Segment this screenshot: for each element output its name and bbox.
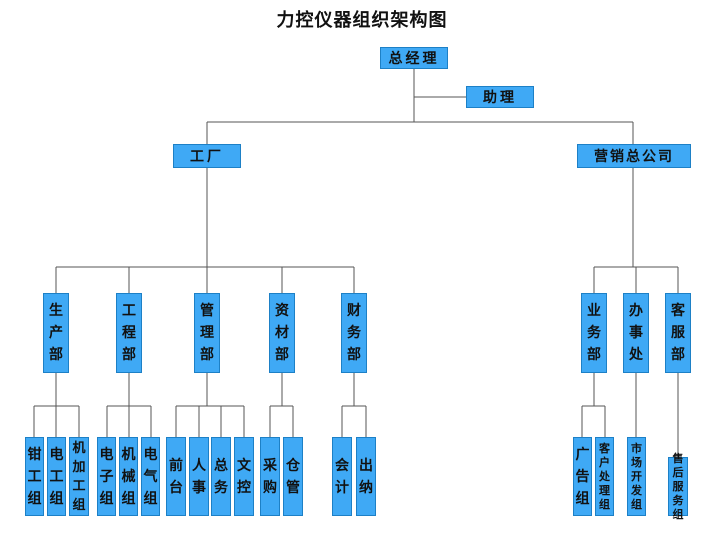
node-electronics: 电 子 组	[97, 437, 116, 516]
node-warehouse: 仓 管	[283, 437, 303, 516]
node-hr: 人 事	[189, 437, 209, 516]
node-mechanical: 机 械 组	[119, 437, 138, 516]
node-production: 生 产 部	[43, 293, 69, 373]
node-after-sales: 售 后 服 务 组	[668, 452, 688, 521]
node-accounting: 会 计	[332, 437, 352, 516]
node-customer-service: 客 服 部	[665, 293, 691, 373]
node-electrical: 电 气 组	[141, 437, 160, 516]
node-fitter: 钳 工 组	[25, 437, 44, 516]
node-business: 业 务 部	[581, 293, 607, 373]
node-cashier: 出 纳	[356, 437, 376, 516]
node-market-development: 市 场 开 发 组	[627, 437, 646, 516]
node-assistant: 助理	[466, 86, 534, 108]
node-finance: 财 务 部	[341, 293, 367, 373]
node-engineering: 工 程 部	[116, 293, 142, 373]
node-general-affairs: 总 务	[211, 437, 231, 516]
node-general-manager: 总经理	[380, 47, 448, 69]
node-document-control: 文 控	[234, 437, 254, 516]
node-sales-company: 营销总公司	[577, 144, 691, 168]
node-customer-handling: 客 户 处 理 组	[595, 437, 614, 516]
node-management: 管 理 部	[194, 293, 220, 373]
node-electrician: 电 工 组	[47, 437, 66, 516]
node-purchasing: 采 购	[260, 437, 280, 516]
node-materials: 资 材 部	[269, 293, 295, 373]
node-office: 办 事 处	[623, 293, 649, 373]
node-factory: 工厂	[173, 144, 241, 168]
chart-title: 力控仪器组织架构图	[276, 10, 448, 31]
node-front-desk: 前 台	[166, 437, 186, 516]
node-advertising: 广 告 组	[573, 437, 592, 516]
node-machining: 机 加 工 组	[69, 437, 89, 516]
